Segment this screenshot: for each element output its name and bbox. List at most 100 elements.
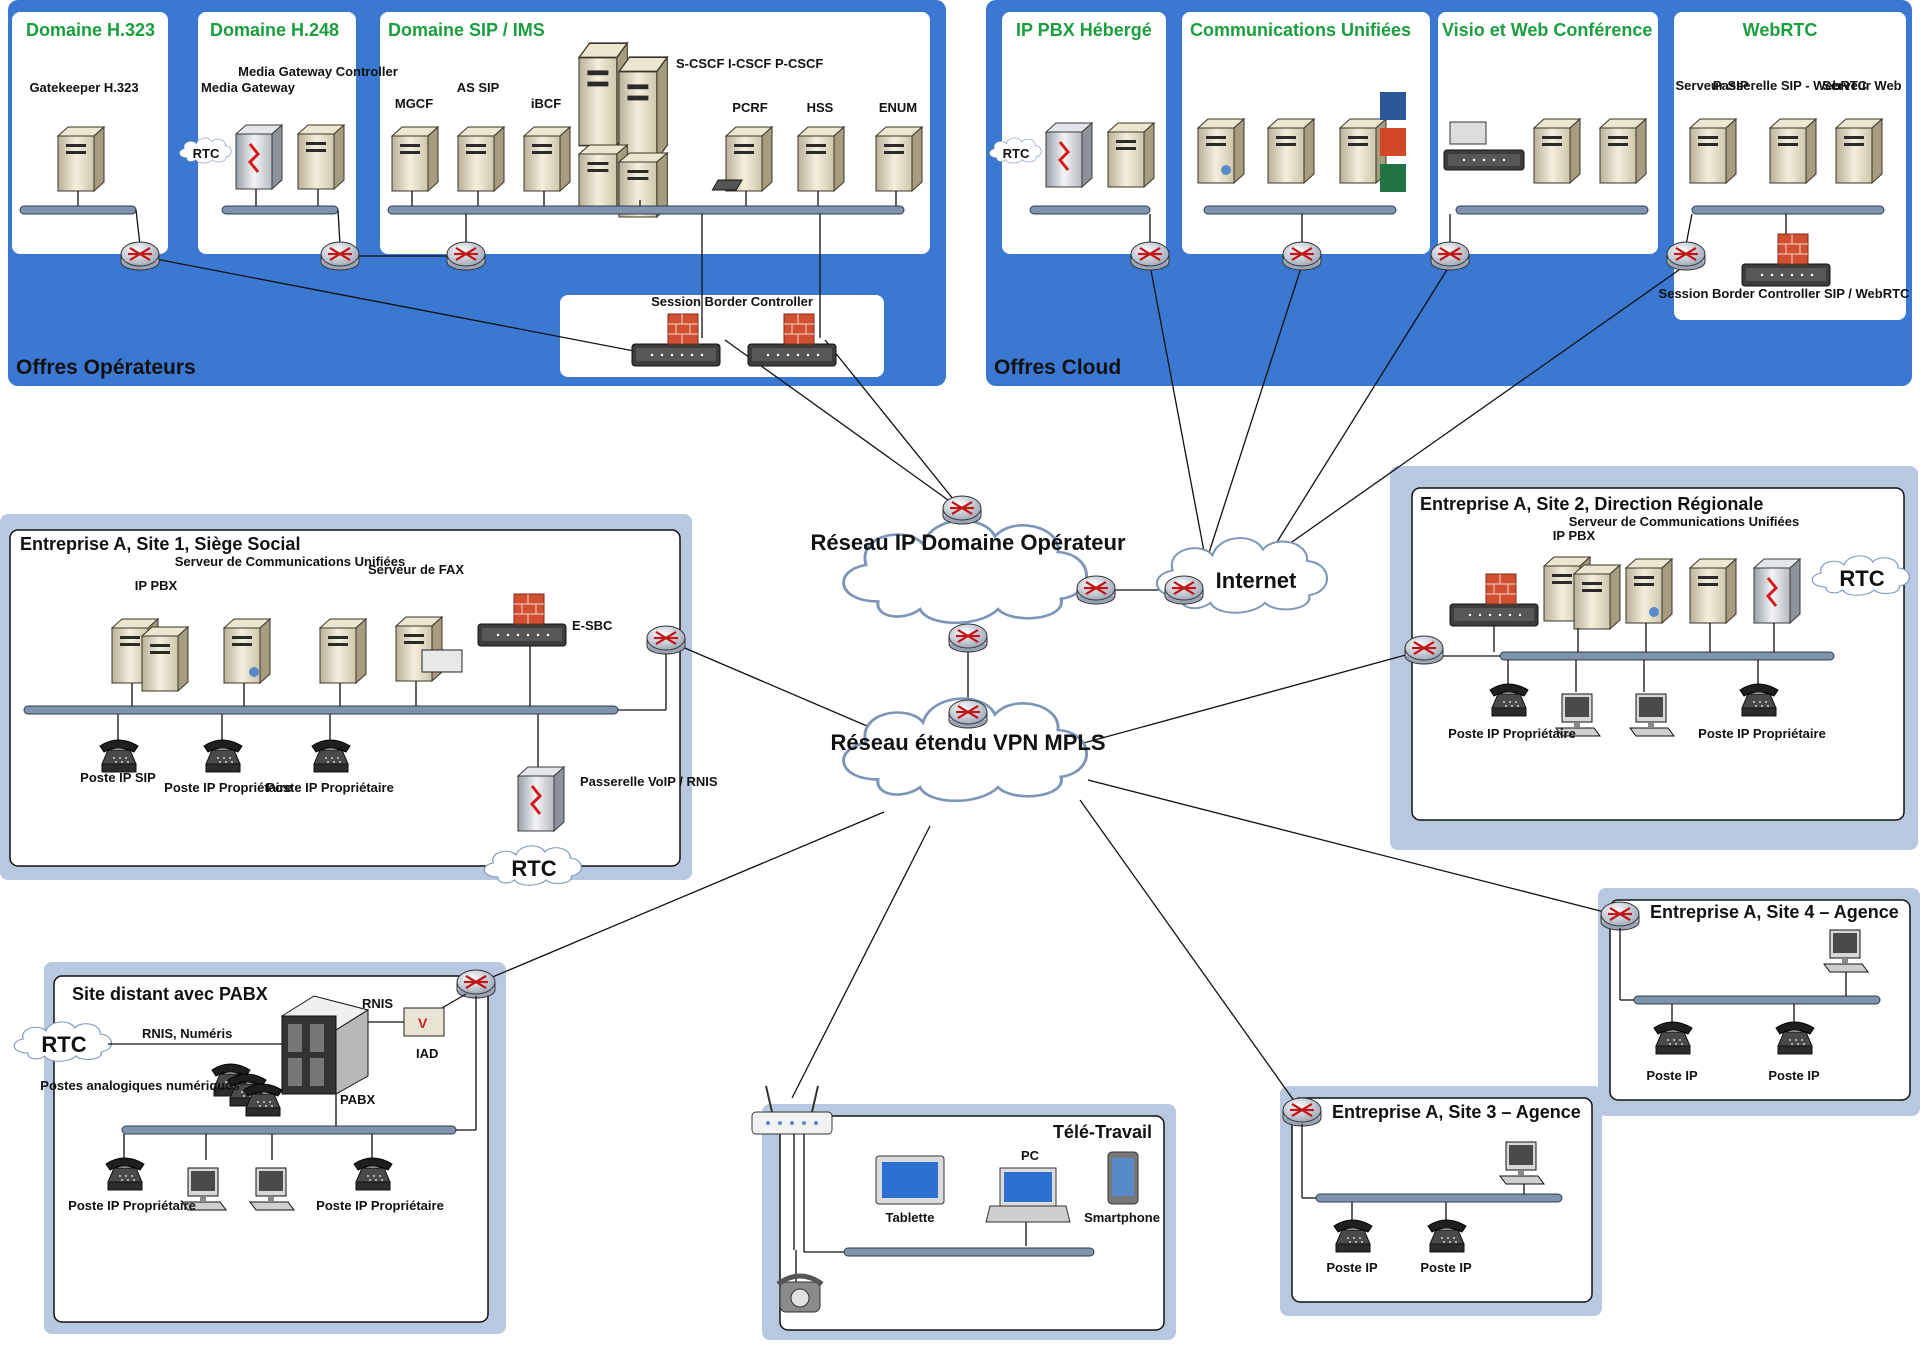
mgc-server-icon	[297, 124, 345, 190]
visio-switch-icon	[1443, 149, 1525, 171]
internet-router-icon	[1163, 574, 1205, 606]
site1-uc-label: Serveur de Communications Unifiées	[175, 554, 405, 569]
site1-title: Entreprise A, Site 1, Siège Social	[20, 534, 300, 554]
webrtc-gateway-icon	[1769, 118, 1817, 184]
laptop-icon	[985, 1167, 1071, 1223]
ibcf-server-icon	[523, 126, 571, 192]
uc-router-icon	[1281, 240, 1323, 272]
remote-lan-bus	[121, 1125, 457, 1135]
remote-prop-phone-label-2: Poste IP Propriétaire	[316, 1198, 444, 1213]
remote-rnis-label: RNIS	[362, 996, 393, 1011]
site1-sip-phone-label: Poste IP SIP	[80, 770, 156, 785]
webrtc-web-server-label: Serveur Web	[1822, 78, 1901, 93]
tablet-label: Tablette	[886, 1210, 935, 1225]
site2-rtc-gateway-icon	[1752, 557, 1802, 625]
webrtc-gateway-label: Passerelle SIP - WebRTC	[1713, 78, 1868, 93]
site1-uc-server-2-icon	[319, 618, 367, 684]
telework-lan-bus	[843, 1247, 1095, 1257]
sbc-label: Session Border Controller	[651, 294, 813, 309]
webrtc-title: WebRTC	[1743, 20, 1818, 40]
site1-uc-server-icon	[223, 618, 271, 684]
cscf-label: S-CSCF I-CSCF P-CSCF	[676, 56, 823, 71]
site1-esbc-label: E-SBC	[572, 618, 613, 633]
telework-analog-phone-icon	[776, 1273, 824, 1313]
as-sip-label: AS SIP	[457, 80, 500, 95]
site3-phone-label-1: Poste IP	[1326, 1260, 1378, 1275]
site1-uc-user-icon	[249, 667, 259, 677]
site1-ippbx-server-icon-2	[141, 626, 189, 692]
site3-phone-icon-2	[1427, 1219, 1467, 1253]
site4-phone-icon-1	[1653, 1021, 1693, 1055]
hosted-pbx-router-icon	[1129, 240, 1171, 272]
visio-lan-bus	[1455, 205, 1649, 215]
site2-uc-user-icon	[1649, 607, 1659, 617]
site2-prop-phone-label-2: Poste IP Propriétaire	[1698, 726, 1826, 741]
cloud-offers-panel: Offres Cloud	[986, 0, 1912, 386]
remote-pabx-label: PABX	[340, 1092, 375, 1107]
pcrf-label: PCRF	[732, 100, 767, 115]
site2-uc-label: Serveur de Communications Unifiées	[1569, 514, 1799, 529]
video-film-icon	[1449, 121, 1487, 145]
sip-ims-lan-bus	[387, 205, 905, 215]
site3-lan-bus	[1315, 1193, 1563, 1203]
operator-ip-router-top-icon	[941, 494, 983, 526]
site1-prop-phone-icon-1	[203, 739, 243, 773]
uc-server-icon-1	[1197, 118, 1245, 184]
telework-title: Télé-Travail	[1053, 1122, 1152, 1142]
site2-uc-server-icon-2	[1689, 558, 1737, 624]
site1-fax-label: Serveur de FAX	[368, 562, 464, 577]
visio-router-icon	[1429, 240, 1471, 272]
site1-gateway-label: Passerelle VoIP / RNIS	[580, 774, 718, 789]
site1-ippbx-label: IP PBX	[135, 578, 178, 593]
remote-title: Site distant avec PABX	[72, 984, 268, 1004]
iad-v-icon: V	[418, 1015, 428, 1031]
media-gateway-label: Media Gateway	[201, 80, 296, 95]
internet-label: Internet	[1216, 568, 1297, 593]
hss-keyboard-icon	[711, 179, 743, 191]
rtc-label-hosted-pbx: RTC	[1003, 146, 1030, 161]
media-gateway-icon	[234, 123, 284, 191]
visio-server-icon-1	[1533, 118, 1581, 184]
mgcf-server-icon	[391, 126, 439, 192]
webrtc-sbc-label: Session Border Controller SIP / WebRTC	[1659, 286, 1911, 301]
pabx-cabinet-icon	[280, 995, 370, 1095]
enum-label: ENUM	[879, 100, 917, 115]
site1-router-icon	[645, 624, 687, 656]
hosted-pbx-gateway-icon	[1044, 121, 1094, 189]
hosted-pbx-lan-bus	[1029, 205, 1151, 215]
remote-prop-phone-icon-2	[353, 1157, 393, 1191]
webrtc-web-server-icon	[1835, 118, 1883, 184]
operator-offers-title: Offres Opérateurs	[16, 356, 196, 379]
hosted-pbx-title: IP PBX Hébergé	[1016, 20, 1152, 40]
site3-router-icon	[1281, 1096, 1323, 1128]
remote-rnis-numeris-label: RNIS, Numéris	[142, 1026, 232, 1041]
rtc-label-h248: RTC	[193, 146, 220, 161]
pc-label: PC	[1021, 1148, 1040, 1163]
connection-lines	[139, 255, 1687, 1113]
remote-prop-phone-label-1: Poste IP Propriétaire	[68, 1198, 196, 1213]
h248-domain-title: Domaine H.248	[210, 20, 339, 40]
h323-domain-title: Domaine H.323	[26, 20, 155, 40]
site2-prop-phone-icon-1	[1489, 683, 1529, 717]
uc-server-icon-3	[1339, 118, 1387, 184]
enum-server-icon	[875, 126, 923, 192]
uc-server-icon-2	[1267, 118, 1315, 184]
cscf-server-cluster-icon	[578, 42, 669, 218]
remote-router-icon	[455, 968, 497, 1000]
remote-rtc-label: RTC	[41, 1032, 86, 1057]
site2-rtc-label: RTC	[1839, 566, 1884, 591]
site2-lan-bus	[1499, 651, 1835, 661]
webrtc-sip-server-label: Serveur SIP	[1676, 78, 1749, 93]
site1-rtc-label: RTC	[511, 856, 556, 881]
site1-sip-phone-icon	[99, 739, 139, 773]
site4-phone-label-2: Poste IP	[1768, 1068, 1820, 1083]
site2-title: Entreprise A, Site 2, Direction Régional…	[1420, 494, 1763, 514]
ibcf-label: iBCF	[531, 96, 561, 111]
mpls-router-icon	[947, 698, 989, 730]
site3-title: Entreprise A, Site 3 – Agence	[1332, 1102, 1581, 1122]
site2-uc-server-icon-1	[1625, 558, 1673, 624]
remote-prop-phone-icon-1	[105, 1157, 145, 1191]
gatekeeper-label: Gatekeeper H.323	[29, 80, 138, 95]
site1-lan-bus	[23, 705, 619, 715]
